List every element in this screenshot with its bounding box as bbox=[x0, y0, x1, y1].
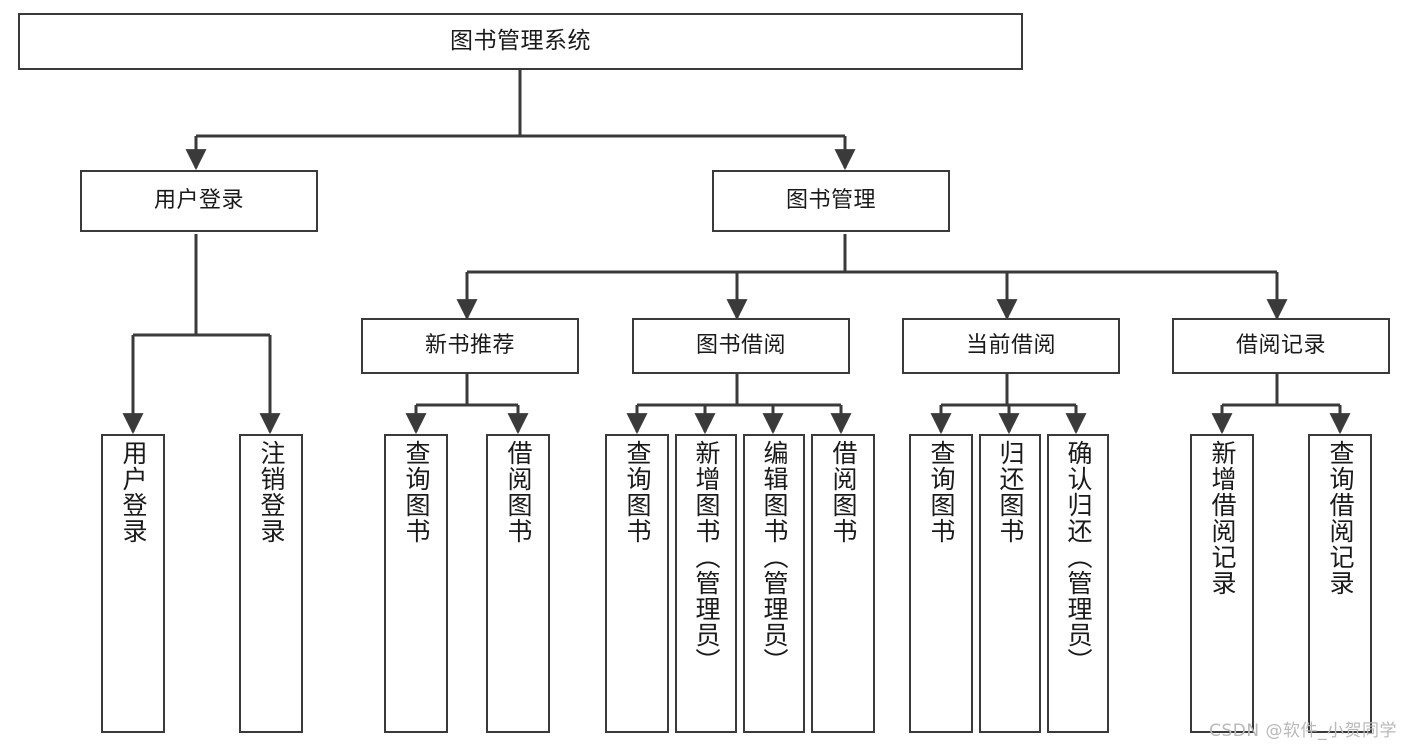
node-label: 借阅图书 bbox=[504, 440, 533, 544]
csdn-watermark: CSDN @软件_小贺同学 bbox=[1209, 721, 1397, 741]
node-label: 注销登录 bbox=[257, 440, 286, 544]
node-label: 用户登录 bbox=[153, 187, 244, 213]
leaf-user-login-logout[interactable]: 注销登录 bbox=[239, 434, 303, 733]
leaf-borrow-record-query-record[interactable]: 查询借阅记录 bbox=[1308, 434, 1372, 733]
leaf-new-book-query-book[interactable]: 查询图书 bbox=[384, 434, 448, 733]
node-label: 查询图书 bbox=[927, 440, 956, 544]
node-label: 查询图书 bbox=[402, 440, 431, 544]
node-label: 归还图书 bbox=[996, 440, 1025, 544]
node-label: 当前借阅 bbox=[965, 332, 1056, 358]
leaf-book-borrow-borrow-book[interactable]: 借阅图书 bbox=[811, 434, 875, 733]
leaf-book-borrow-query-book[interactable]: 查询图书 bbox=[605, 434, 669, 733]
node-new-book-recommend[interactable]: 新书推荐 bbox=[361, 318, 579, 374]
node-label: 借阅图书 bbox=[829, 440, 858, 544]
leaf-new-book-borrow-book[interactable]: 借阅图书 bbox=[486, 434, 550, 733]
node-label: 图书借阅 bbox=[695, 332, 786, 358]
node-borrow-record[interactable]: 借阅记录 bbox=[1172, 318, 1390, 374]
leaf-borrow-record-add-record[interactable]: 新增借阅记录 bbox=[1190, 434, 1254, 733]
node-label: 用户登录 bbox=[119, 440, 148, 544]
node-label: 新增借阅记录 bbox=[1208, 440, 1237, 596]
node-label: 新增图书（管理员） bbox=[692, 440, 721, 674]
node-label: 确认归还（管理员） bbox=[1064, 440, 1093, 674]
node-label: 图书管理 bbox=[785, 187, 876, 213]
node-label: 图书管理系统 bbox=[450, 27, 591, 54]
leaf-current-borrow-query-book[interactable]: 查询图书 bbox=[909, 434, 973, 733]
leaf-current-borrow-confirm-return-admin[interactable]: 确认归还（管理员） bbox=[1047, 434, 1109, 733]
node-book-management[interactable]: 图书管理 bbox=[712, 170, 950, 232]
leaf-user-login-login[interactable]: 用户登录 bbox=[101, 434, 165, 733]
node-book-borrow[interactable]: 图书借阅 bbox=[632, 318, 850, 374]
node-label: 借阅记录 bbox=[1235, 332, 1326, 358]
node-root-book-management-system[interactable]: 图书管理系统 bbox=[18, 13, 1023, 70]
node-label: 查询图书 bbox=[623, 440, 652, 544]
node-user-login[interactable]: 用户登录 bbox=[80, 170, 318, 232]
node-label: 新书推荐 bbox=[424, 332, 515, 358]
node-label: 编辑图书（管理员） bbox=[760, 440, 789, 674]
leaf-current-borrow-return-book[interactable]: 归还图书 bbox=[979, 434, 1041, 733]
node-current-borrow[interactable]: 当前借阅 bbox=[902, 318, 1120, 374]
node-label: 查询借阅记录 bbox=[1326, 440, 1355, 596]
leaf-book-borrow-edit-book-admin[interactable]: 编辑图书（管理员） bbox=[743, 434, 805, 733]
leaf-book-borrow-add-book-admin[interactable]: 新增图书（管理员） bbox=[675, 434, 737, 733]
